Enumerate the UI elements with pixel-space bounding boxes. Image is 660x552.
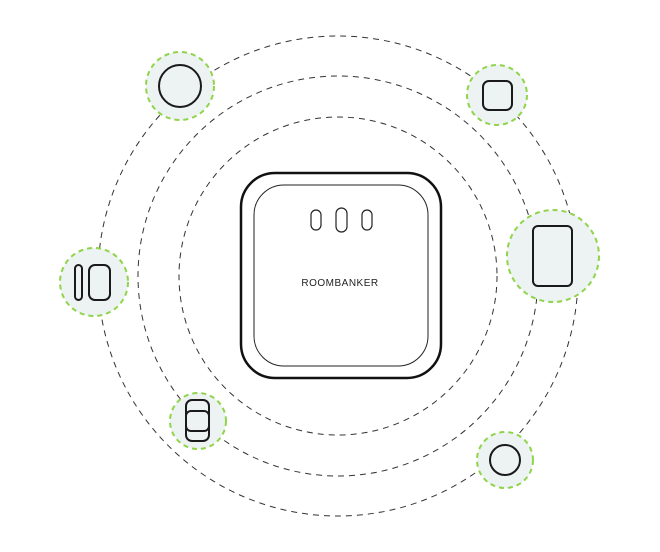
square-sensor-icon	[482, 80, 513, 111]
panel-device-icon	[532, 225, 573, 287]
led-icon	[361, 209, 373, 231]
round-sensor-icon	[158, 64, 202, 108]
inner-range-ring	[178, 116, 498, 436]
device-node-button	[476, 431, 534, 489]
device-node-round-sensor	[145, 51, 215, 121]
led-icon	[310, 209, 322, 231]
device-node-door-window-sensor	[59, 247, 129, 317]
device-node-square-sensor	[466, 64, 528, 126]
door-window-sensor-icon	[74, 264, 111, 301]
device-node-panel	[506, 209, 600, 303]
brand-label: ROOMBANKER	[301, 278, 378, 289]
device-node-keyfob	[169, 392, 227, 450]
led-icon	[335, 207, 348, 233]
button-icon	[489, 444, 521, 476]
keyfob-icon	[185, 399, 210, 442]
hub-device: ROOMBANKER	[239, 171, 443, 380]
